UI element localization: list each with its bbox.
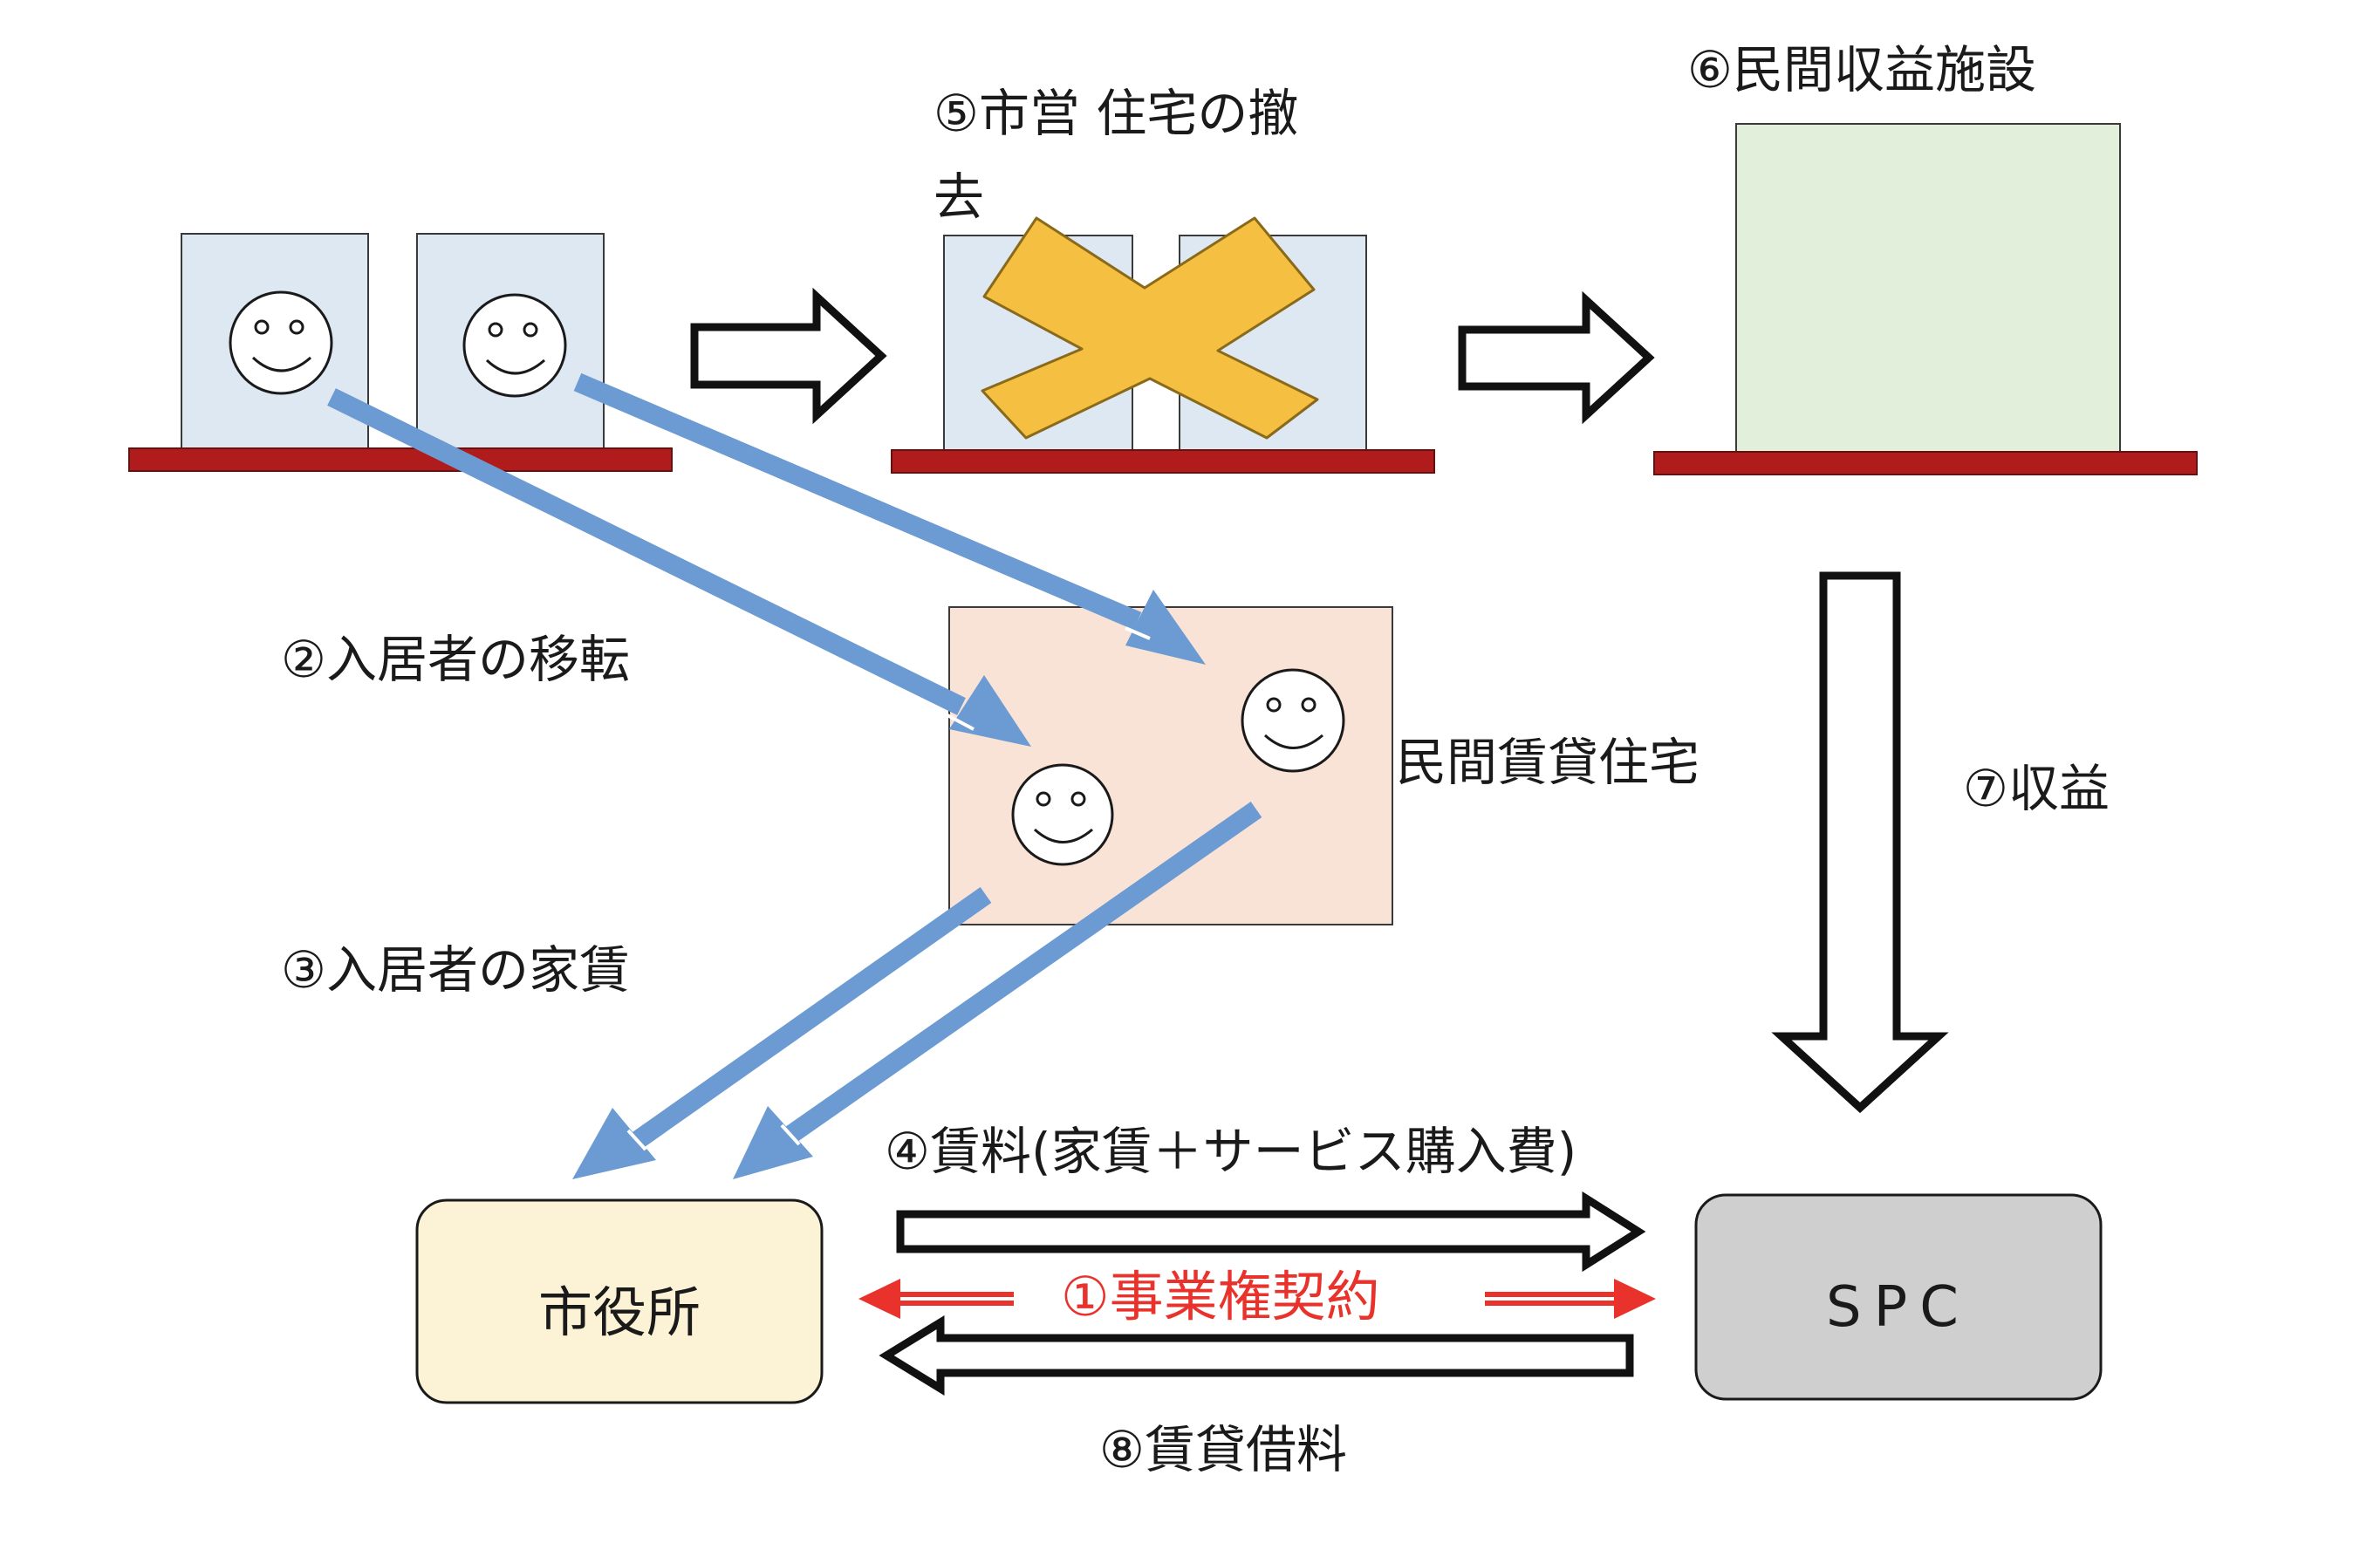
smiley-face-icon (462, 293, 567, 398)
step5-label: ⑤市営 住宅の撤 (934, 84, 1298, 143)
smiley-face-icon (1241, 668, 1345, 773)
ground-bar-2 (891, 449, 1435, 474)
outline-arrow-icon (879, 1314, 1634, 1396)
step1-label: ①事業権契約 (1061, 1265, 1380, 1328)
outline-arrow-icon (690, 287, 887, 425)
outline-arrow-icon (896, 1191, 1646, 1273)
commercial-facility-group (1653, 123, 2198, 475)
step7-label: ⑦収益 (1963, 759, 2110, 818)
smiley-face-icon (229, 290, 333, 395)
step2-label: ②入居者の移転 (281, 630, 630, 689)
rent-arrows (572, 801, 1262, 1179)
commercial-building (1735, 123, 2121, 453)
city-hall-label: 市役所 (538, 1280, 701, 1344)
step8-label: ⑧賃貸借料 (1099, 1420, 1347, 1479)
spc-box: SPC (1694, 1193, 2103, 1401)
ground-bar-3 (1653, 451, 2198, 475)
relocation-arrows (327, 372, 1206, 747)
rental-housing-label: 民間賃貸住宅 (1396, 733, 1700, 792)
step6-label: ⑥民間収益施設 (1687, 40, 2036, 99)
demolition-group (891, 216, 1435, 474)
city-hall-box: 市役所 (415, 1198, 824, 1404)
contract-arrow (858, 1279, 1656, 1319)
step5-label-cont: 去 (934, 167, 984, 227)
existing-housing-group (128, 233, 673, 472)
outline-arrow-icon (1458, 290, 1655, 425)
outline-arrow-icon (1771, 571, 1949, 1114)
x-cross-icon (981, 216, 1319, 440)
step3-label: ③入居者の家賃 (281, 940, 630, 1000)
step4-label: ④賃料(家賃＋サービス購入費) (885, 1122, 1576, 1181)
spc-label: SPC (1826, 1275, 1971, 1340)
smiley-face-icon (1011, 763, 1114, 866)
ground-bar-1 (128, 447, 673, 472)
